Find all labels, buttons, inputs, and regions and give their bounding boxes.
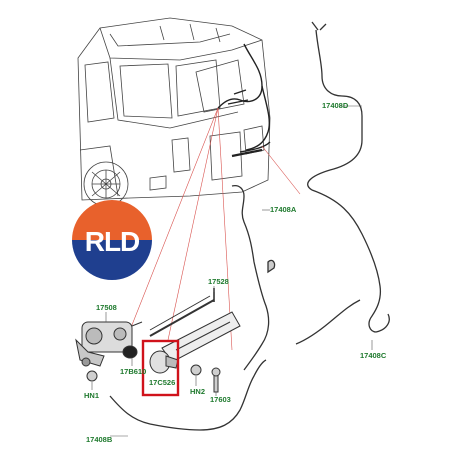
label-17408A: 17408A <box>270 205 297 214</box>
logo-text: RLD <box>85 226 140 257</box>
wiper-arm-17528 <box>149 288 241 363</box>
tailgate-harness <box>217 43 271 158</box>
brand-logo: RLD <box>72 200 152 280</box>
hose-17408D <box>295 21 390 345</box>
label-17408C: 17408C <box>360 351 387 360</box>
label-17508: 17508 <box>96 303 117 312</box>
label-HN2: HN2 <box>190 387 205 396</box>
label-17B610: 17B610 <box>120 367 146 376</box>
label-ticks <box>91 105 373 437</box>
grommet-17B610 <box>122 345 138 359</box>
washer-jet-17C526 <box>149 350 179 374</box>
leader-lines <box>129 107 301 351</box>
hose-17408B <box>109 359 267 431</box>
label-17408D: 17408D <box>322 101 349 110</box>
wiper-motor-17508 <box>75 321 143 367</box>
label-17C526: 17C526 <box>149 378 175 387</box>
hose-17408A <box>231 184 276 371</box>
label-17528: 17528 <box>208 277 229 286</box>
label-17603: 17603 <box>210 395 231 404</box>
highlight-box <box>141 339 180 397</box>
label-17408B: 17408B <box>86 435 113 444</box>
vehicle-outline <box>77 17 271 207</box>
label-HN1: HN1 <box>84 391 99 400</box>
small-parts <box>86 364 221 393</box>
